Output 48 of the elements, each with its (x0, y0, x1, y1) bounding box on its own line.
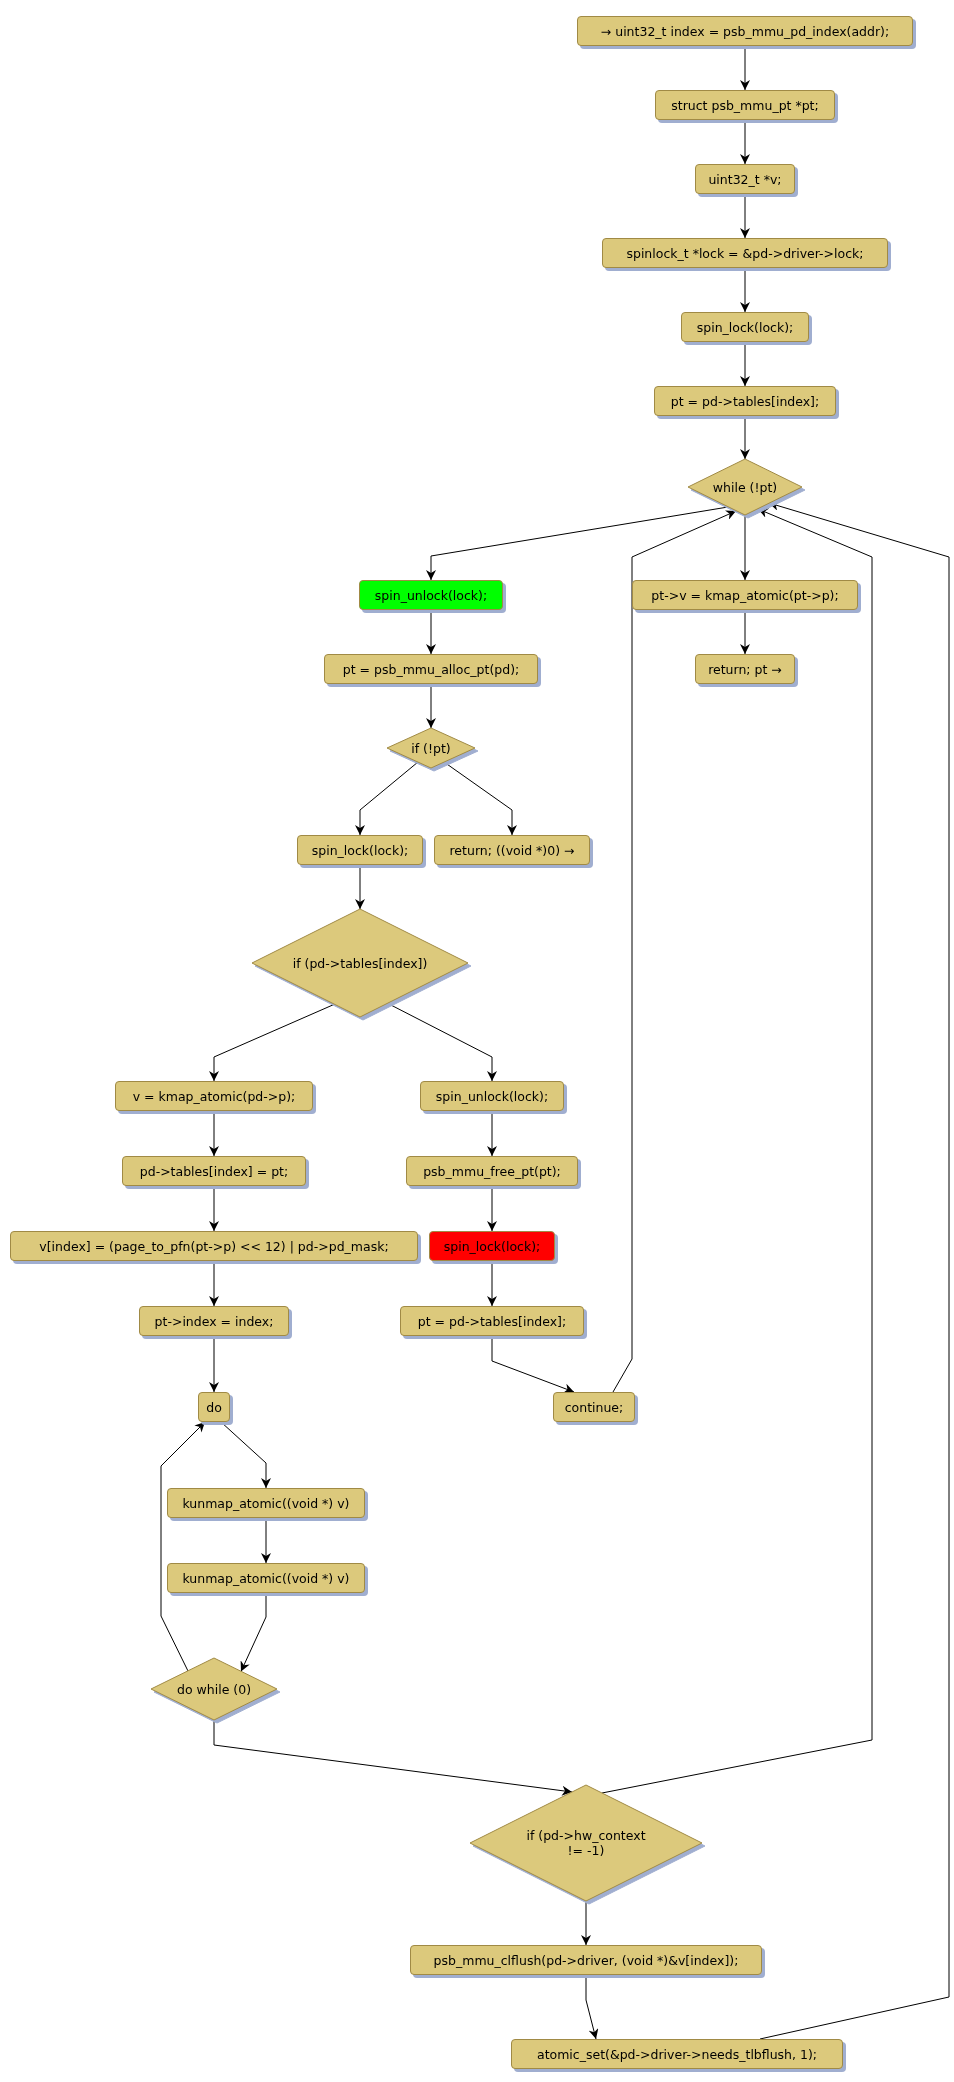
decision-diamond (387, 728, 475, 768)
condition-text: if (pd->tables[index]) (292, 955, 428, 971)
process-box: pt->index = index; (139, 1306, 289, 1336)
process-box: spin_lock(lock); (681, 312, 809, 342)
process-box: psb_mmu_clflush(pd->driver, (void *)&v[index]); (410, 1945, 762, 1975)
process-box: kunmap_atomic((void *) v) (167, 1563, 365, 1593)
arrow (386, 1002, 497, 1082)
process-box: pt->v = kmap_atomic(pt->p); (632, 580, 858, 610)
process-box: return; pt → (695, 654, 795, 684)
process-box: do (198, 1392, 230, 1422)
arrow (601, 508, 873, 1794)
process-box: spin_unlock(lock); (359, 580, 503, 610)
condition-text: do while (0) (177, 1681, 251, 1697)
process-box: kunmap_atomic((void *) v) (167, 1488, 365, 1518)
decision-diamond (151, 1658, 277, 1720)
process-box: spin_unlock(lock); (420, 1081, 564, 1111)
condition-text: while (!pt) (712, 479, 778, 495)
process-box: atomic_set(&pd->driver->needs_tlbflush, 1); (511, 2039, 843, 2069)
process-box: v = kmap_atomic(pd->p); (115, 1081, 313, 1111)
process-box: spin_lock(lock); (297, 835, 423, 865)
condition-text: if (!pt) (411, 740, 451, 756)
arrow (581, 1900, 591, 1946)
arrow (209, 1003, 336, 1082)
condition-text: if (pd->hw_context != -1) (525, 1828, 647, 1858)
arrow (740, 514, 750, 581)
process-box: struct psb_mmu_pt *pt; (655, 90, 835, 120)
process-box: continue; (553, 1392, 635, 1422)
process-box: uint32_t *v; (695, 164, 795, 194)
arrow (612, 510, 737, 1393)
process-box: pd->tables[index] = pt; (122, 1156, 306, 1186)
process-box: pt = pd->tables[index]; (400, 1306, 584, 1336)
process-box: psb_mmu_free_pt(pt); (406, 1156, 578, 1186)
decision-diamond (688, 459, 802, 515)
arrow (160, 1421, 206, 1672)
process-box: spinlock_t *lock = &pd->driver->lock; (602, 238, 888, 268)
decision-diamond (252, 909, 468, 1017)
arrow (426, 506, 729, 581)
arrow (759, 501, 950, 2040)
process-box: return; ((void *)0) → (434, 835, 590, 865)
process-box: spin_lock(lock); (429, 1231, 555, 1261)
process-box: → uint32_t index = psb_mmu_pd_index(addr); (577, 16, 913, 46)
arrow (443, 761, 517, 836)
process-box: pt = pd->tables[index]; (654, 386, 836, 416)
arrow (213, 1719, 573, 1796)
decision-diamond (470, 1785, 702, 1901)
process-box: pt = psb_mmu_alloc_pt(pd); (324, 654, 538, 684)
arrow (355, 761, 419, 836)
process-box: v[index] = (page_to_pfn(pt->p) << 12) | pd->pd_mask; (10, 1231, 418, 1261)
